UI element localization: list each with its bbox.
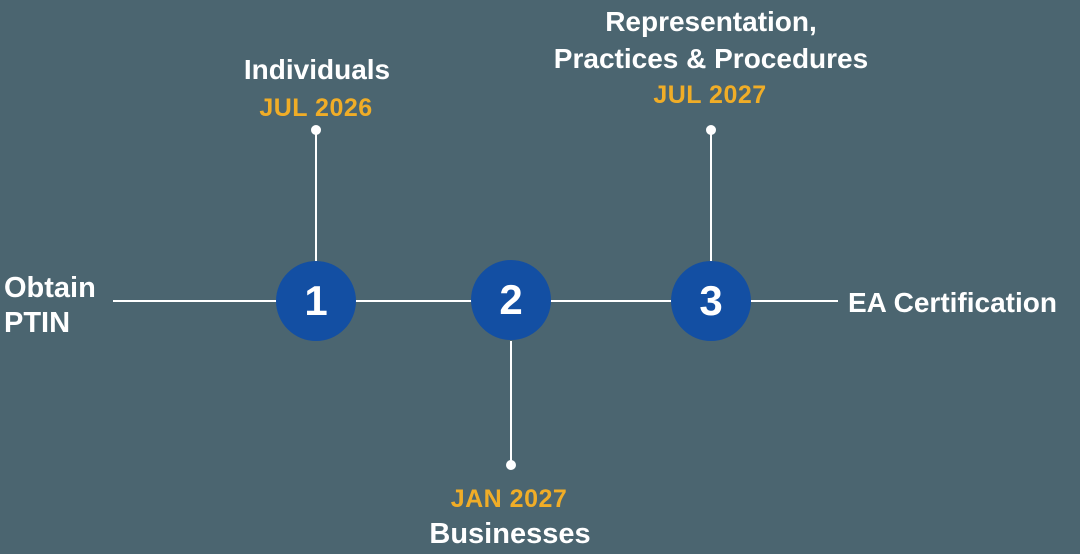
node-1-connector-line bbox=[315, 130, 317, 262]
node-2-connector-line bbox=[510, 341, 512, 465]
node-3-title: Representation, Practices & Procedures bbox=[554, 3, 868, 77]
node-3-title-line1: Representation, bbox=[605, 6, 817, 37]
node-3-connector-line bbox=[710, 130, 712, 262]
node-1-number: 1 bbox=[304, 277, 328, 324]
node-2-connector-dot bbox=[506, 460, 516, 470]
node-3-date: JUL 2027 bbox=[653, 81, 767, 109]
node-2-title: Businesses bbox=[429, 518, 591, 550]
timeline-node-3: 3 bbox=[671, 261, 751, 341]
node-1-connector-dot bbox=[311, 125, 321, 135]
node-2-number: 2 bbox=[499, 276, 523, 323]
node-1-title: Individuals bbox=[243, 54, 391, 85]
timeline-node-2: 2 bbox=[471, 260, 551, 340]
timeline-start-line2: PTIN bbox=[4, 307, 71, 339]
node-2-date: JAN 2027 bbox=[450, 485, 568, 513]
timeline-node-1: 1 bbox=[276, 261, 356, 341]
timeline-start-line1: Obtain bbox=[4, 272, 96, 304]
timeline-start-label: Obtain PTIN bbox=[4, 271, 96, 341]
timeline-end-label: EA Certification bbox=[848, 287, 1057, 318]
node-1-date: JUL 2026 bbox=[259, 94, 373, 122]
node-3-title-line2: Practices & Procedures bbox=[553, 43, 869, 74]
node-3-connector-dot bbox=[706, 125, 716, 135]
node-3-number: 3 bbox=[699, 277, 723, 324]
